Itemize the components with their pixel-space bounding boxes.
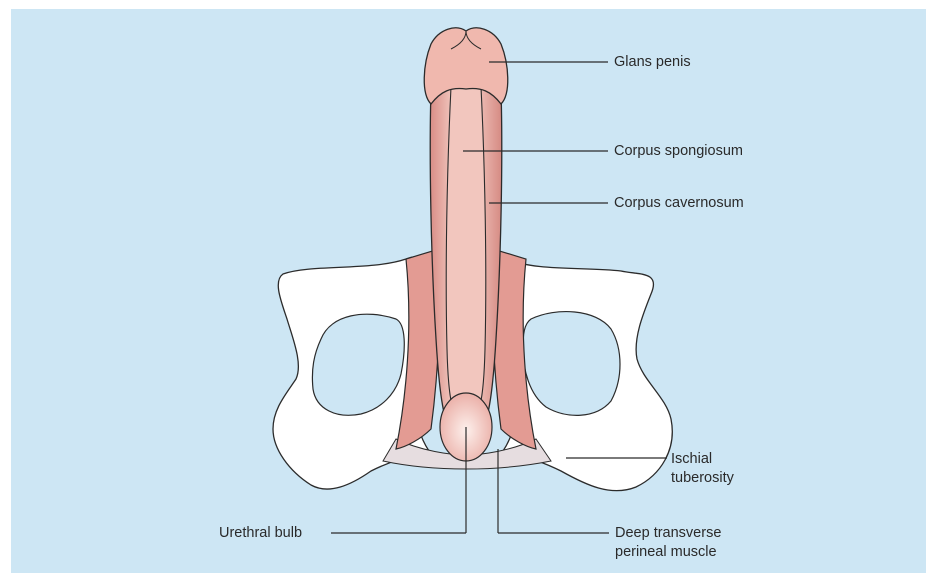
label-urethral-bulb: Urethral bulb <box>219 524 302 542</box>
label-ischial-tuberosity-line1: Ischial <box>671 450 712 468</box>
label-deep-transverse-line2: perineal muscle <box>615 543 717 561</box>
label-deep-transverse-line1: Deep transverse <box>615 524 721 542</box>
label-ischial-tuberosity-line2: tuberosity <box>671 469 734 487</box>
anatomy-illustration <box>11 9 926 573</box>
corpus-spongiosum <box>446 87 486 419</box>
anatomy-diagram: Glans penis Corpus spongiosum Corpus cav… <box>11 9 926 573</box>
label-corpus-spongiosum: Corpus spongiosum <box>614 142 743 160</box>
label-glans-penis: Glans penis <box>614 53 691 71</box>
label-corpus-cavernosum: Corpus cavernosum <box>614 194 744 212</box>
